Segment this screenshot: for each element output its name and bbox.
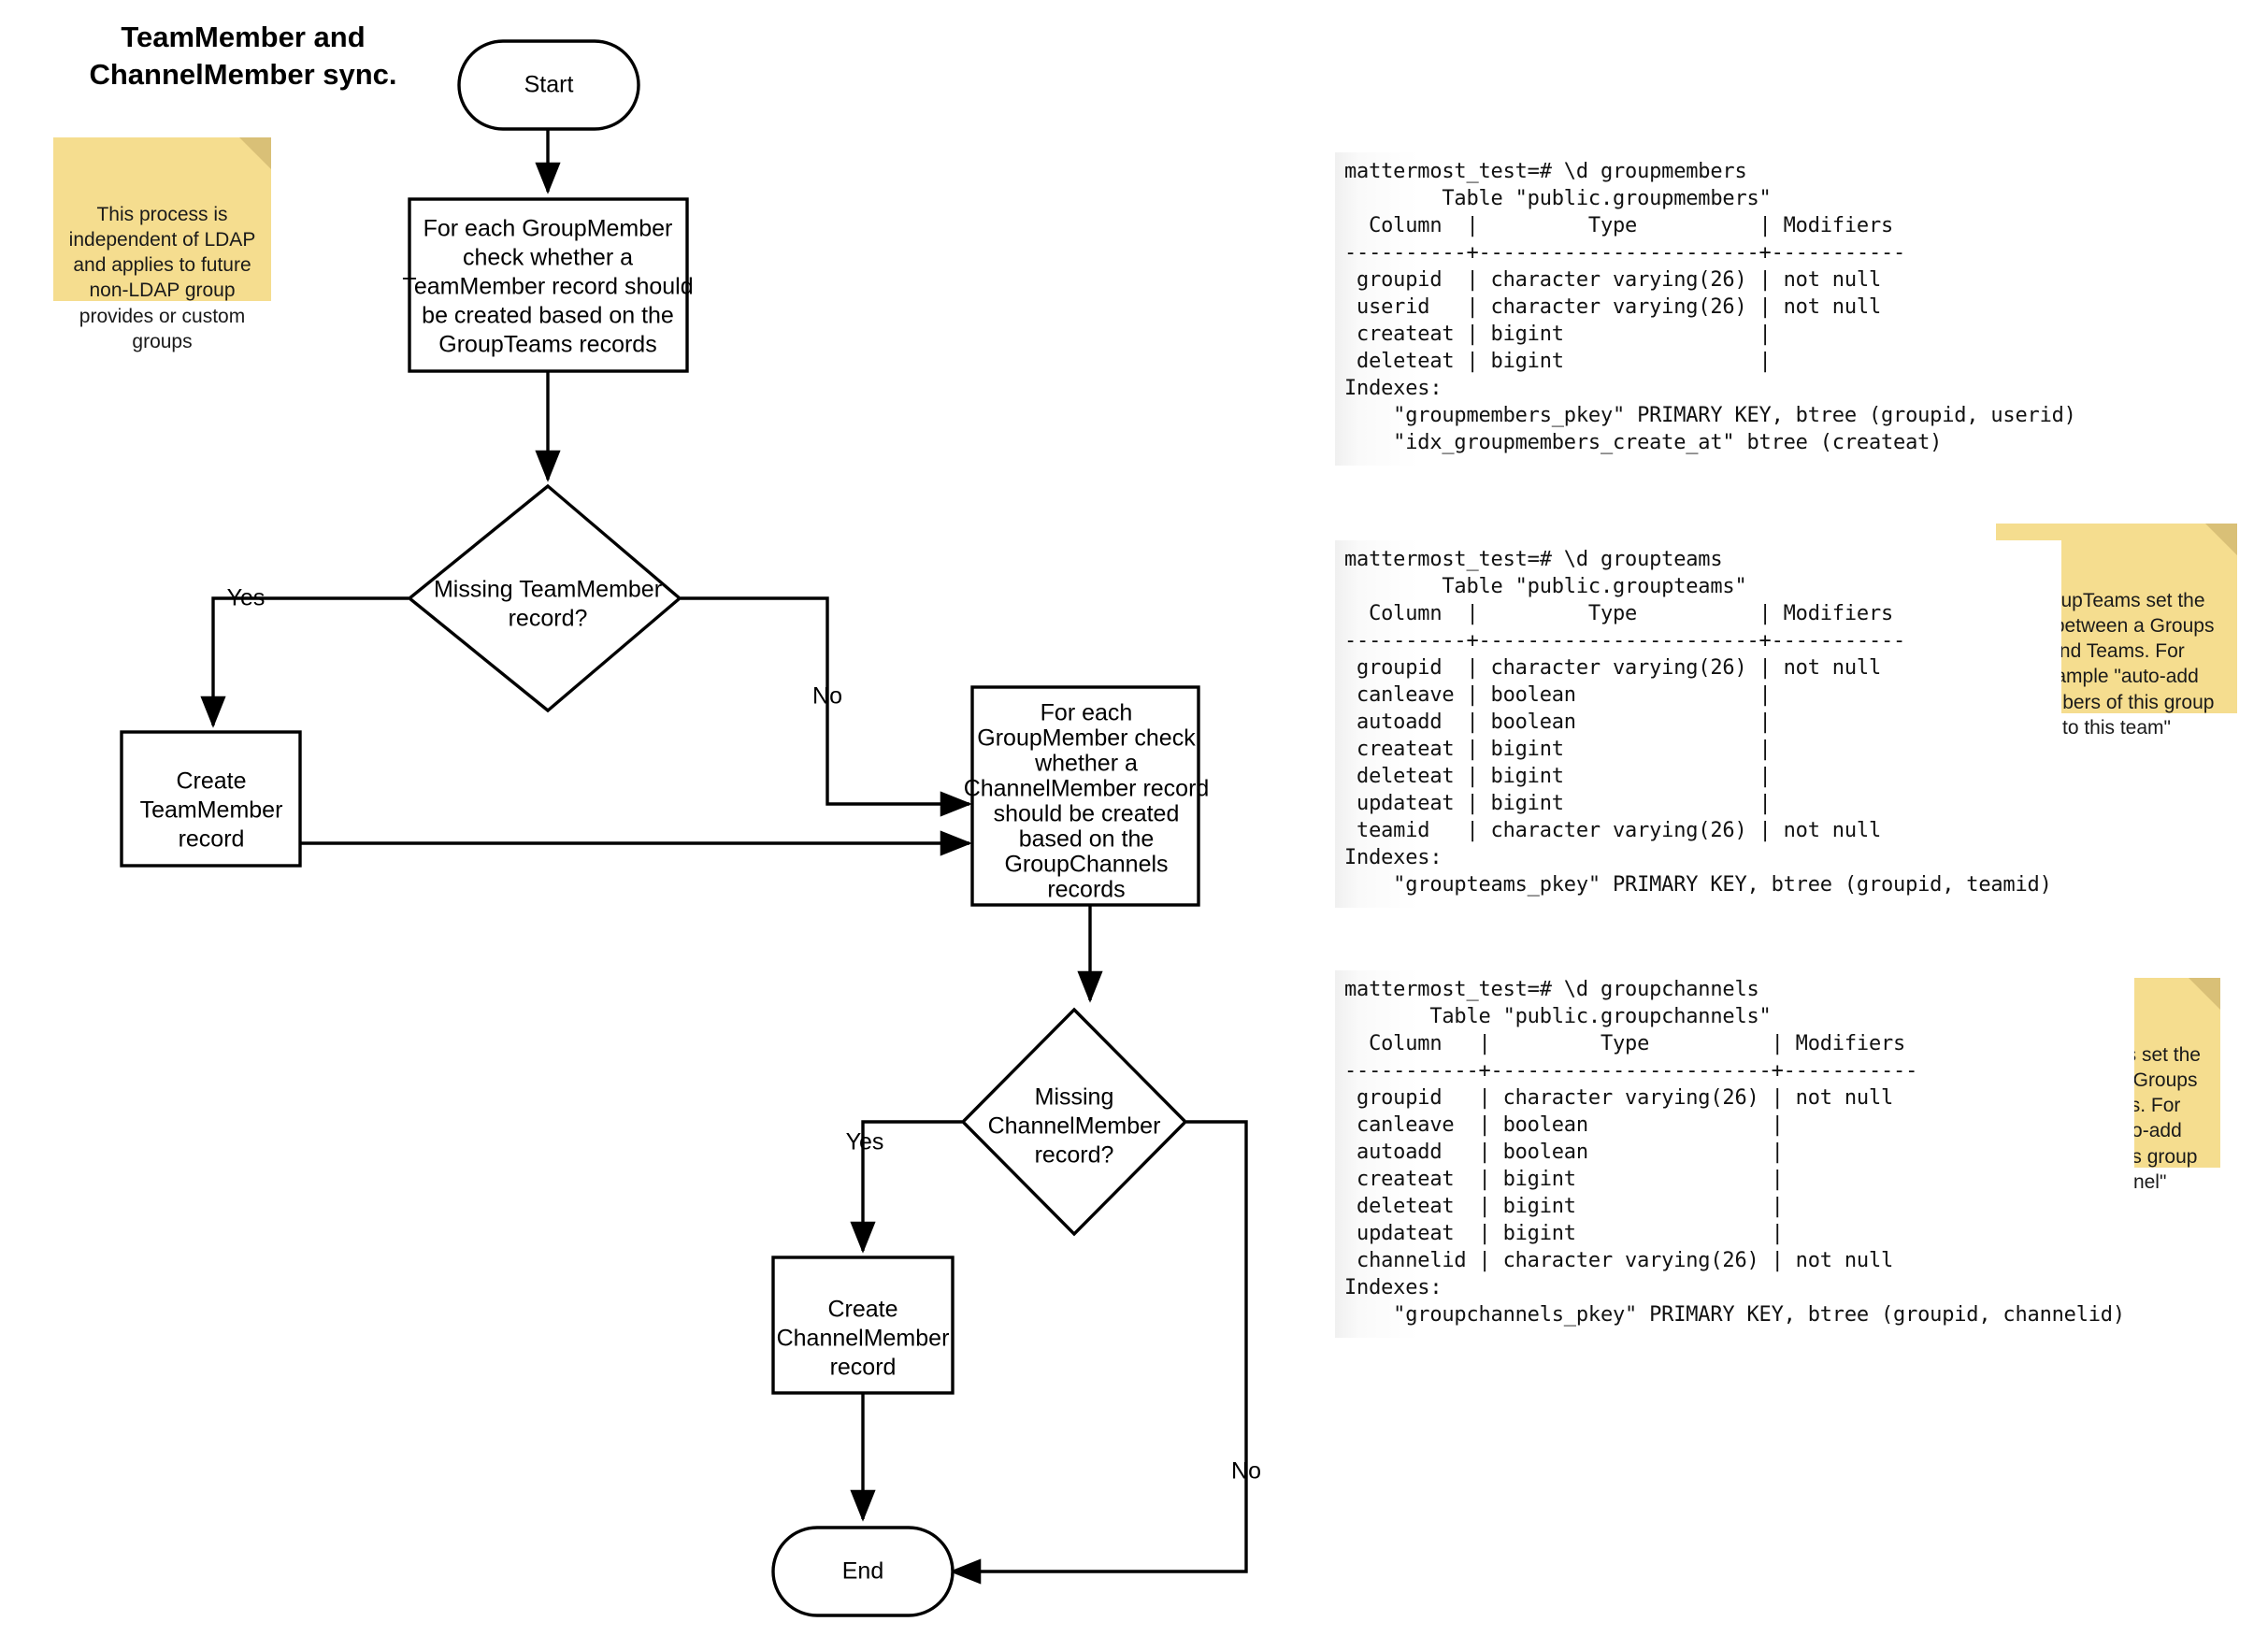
- sticky-note-ldap: This process is independent of LDAP and …: [53, 137, 271, 352]
- node-end[interactable]: [771, 1526, 955, 1617]
- note-fold-corner: [239, 137, 271, 169]
- node-create-channelmember[interactable]: [771, 1256, 955, 1395]
- edge-decision2-yes-to-create-channelmember: [850, 1120, 962, 1254]
- node-check-teammember-line4: be created based on the: [422, 303, 674, 329]
- node-check-channelmember-line3: whether a: [1034, 751, 1138, 777]
- node-create-channelmember-line3: record: [830, 1355, 897, 1381]
- node-create-teammember[interactable]: [120, 730, 302, 868]
- note-fold-corner: [2189, 978, 2220, 1010]
- edge-label-teammember-yes: Yes: [227, 585, 266, 611]
- node-check-teammember-line1: For each GroupMember: [423, 216, 673, 242]
- terminal-output-groupchannels: mattermost_test=# \d groupchannels Table…: [1335, 970, 2134, 1339]
- terminal-output-groupteams: mattermost_test=# \d groupteams Table "p…: [1335, 540, 2061, 909]
- note-fold-corner: [2205, 524, 2237, 555]
- node-create-channelmember-line1: Create: [827, 1297, 897, 1323]
- node-create-teammember-line3: record: [179, 826, 245, 853]
- node-decision1-line1: Missing TeamMember: [434, 577, 662, 603]
- node-create-teammember-line2: TeamMember: [140, 797, 283, 824]
- node-check-channelmember-line7: GroupChannels: [1004, 852, 1168, 878]
- node-check-channelmember-line5: should be created: [994, 801, 1180, 827]
- edge-decision1-yes-to-create-teammember: [200, 596, 409, 728]
- node-decision1-line2: record?: [509, 606, 588, 632]
- edge-label-channelmember-yes: Yes: [846, 1129, 884, 1155]
- node-end-label: End: [842, 1558, 883, 1585]
- node-decision2-line3: record?: [1035, 1142, 1114, 1169]
- node-check-teammember[interactable]: [408, 197, 689, 373]
- edge-label-teammember-no: No: [812, 683, 842, 710]
- node-check-teammember-line2: check whether a: [463, 245, 633, 271]
- node-check-channelmember[interactable]: [970, 685, 1200, 907]
- node-create-channelmember-line2: ChannelMember: [777, 1326, 950, 1352]
- node-start-label: Start: [524, 72, 574, 98]
- node-start[interactable]: [457, 39, 640, 131]
- page-title: TeamMember and ChannelMember sync.: [89, 21, 397, 91]
- edge-label-channelmember-no: No: [1231, 1458, 1261, 1485]
- node-create-teammember-line1: Create: [176, 768, 246, 795]
- edge-decision2-no-to-end: [949, 1120, 1248, 1585]
- node-check-channelmember-line6: based on the: [1019, 826, 1155, 853]
- edge-decision1-no-to-check-channelmember: [681, 596, 972, 817]
- sticky-note-ldap-text: This process is independent of LDAP and …: [68, 203, 256, 353]
- node-check-teammember-line5: GroupTeams records: [438, 332, 656, 358]
- node-check-channelmember-line8: records: [1047, 877, 1125, 903]
- node-check-teammember-line3: TeamMember record should: [402, 274, 693, 300]
- node-decision2-line1: Missing: [1035, 1084, 1114, 1111]
- node-missing-channelmember-decision[interactable]: [960, 1007, 1188, 1237]
- node-check-channelmember-line2: GroupMember check: [977, 725, 1196, 752]
- terminal-output-groupmembers: mattermost_test=# \d groupmembers Table …: [1335, 152, 2086, 466]
- node-check-channelmember-line1: For each: [1041, 700, 1133, 726]
- node-missing-teammember-decision[interactable]: [407, 483, 682, 713]
- node-decision2-line2: ChannelMember: [988, 1113, 1161, 1140]
- node-check-channelmember-line4: ChannelMember record: [964, 776, 1210, 802]
